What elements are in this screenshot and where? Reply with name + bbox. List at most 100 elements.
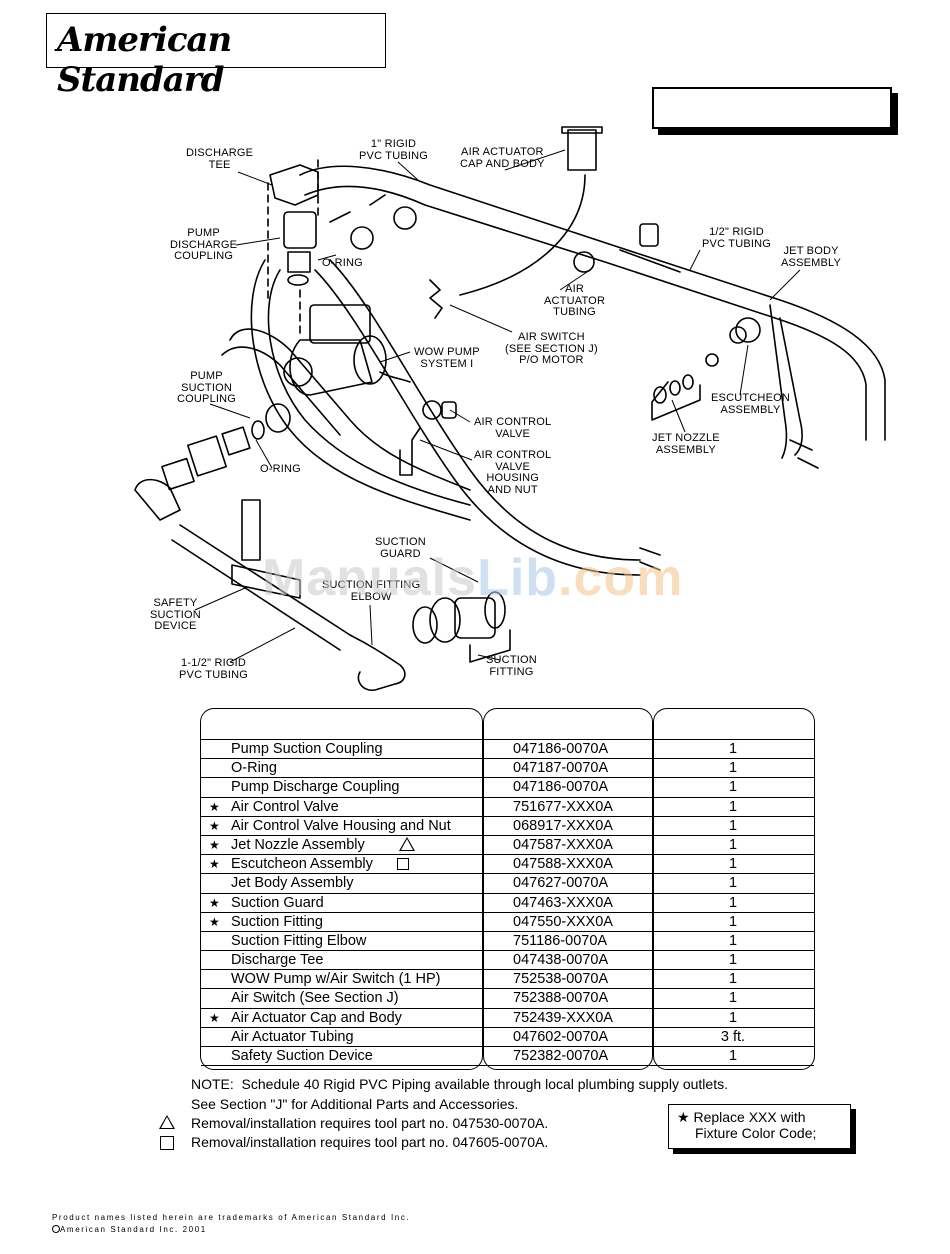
label-suction-guard: SUCTION GUARD	[375, 536, 426, 560]
part-number: 047186-0070A	[513, 779, 609, 796]
star-icon: ★	[209, 1010, 220, 1025]
table-row: ★ Suction Fitting 047550-XXX0A 1	[201, 911, 814, 931]
part-description: Suction Fitting Elbow	[231, 932, 367, 949]
part-number: 047186-0070A	[513, 741, 609, 757]
label-air-control-valve-housing-and-nut: AIR CONTROL VALVE HOUSING AND NUT	[474, 449, 552, 496]
part-quantity: 1	[728, 1048, 738, 1064]
part-description: Air Control Valve	[231, 798, 339, 815]
label-1-5in-rigid-pvc-tubing: 1-1/2" RIGID PVC TUBING	[179, 657, 249, 681]
section-title-box	[652, 87, 892, 129]
part-description: Suction Guard	[231, 894, 324, 911]
part-quantity: 3 ft.	[720, 1028, 746, 1045]
part-quantity: 1	[728, 952, 738, 969]
label-air-actuator-tubing: AIR ACTUATOR TUBING	[544, 283, 606, 318]
triangle-icon	[399, 836, 415, 851]
table-row: WOW Pump w/Air Switch (1 HP) 752538-0070A…	[201, 969, 814, 988]
note-triangle-tool: Removal/installation requires tool part …	[191, 1115, 549, 1131]
part-description: WOW Pump w/Air Switch (1 HP)	[231, 971, 441, 988]
part-description: Pump Discharge Coupling	[231, 779, 400, 796]
star-icon: ★	[209, 837, 220, 852]
part-description: Air Actuator Tubing	[231, 1028, 354, 1045]
part-quantity: 1	[728, 932, 738, 949]
square-icon	[397, 858, 409, 871]
triangle-icon	[159, 1115, 175, 1129]
part-quantity: 1	[728, 894, 738, 911]
part-description: O-Ring	[231, 760, 277, 777]
part-quantity: 1	[728, 798, 738, 815]
part-number: 751677-XXX0A	[513, 798, 613, 815]
part-number: 752538-0070A	[513, 971, 609, 988]
part-number: 047187-0070A	[513, 760, 609, 777]
part-number: 047602-0070A	[513, 1028, 609, 1045]
star-note-line-1: Replace XXX with	[693, 1109, 806, 1125]
footer-copyright: American Standard Inc. 2001	[52, 1224, 207, 1236]
table-row: ★ Air Control Valve 751677-XXX0A 1	[201, 796, 814, 816]
star-icon: ★	[209, 895, 220, 910]
part-description: Escutcheon Assembly	[231, 856, 373, 873]
star-icon: ★	[209, 857, 220, 872]
part-description: Suction Fitting	[231, 913, 323, 930]
part-quantity: 1	[728, 817, 738, 834]
label-air-switch: AIR SWITCH (SEE SECTION J) P/O MOTOR	[505, 331, 598, 366]
label-air-actuator-cap-and-body: AIR ACTUATOR CAP AND BODY	[460, 146, 545, 170]
part-number: 068917-XXX0A	[513, 817, 613, 834]
part-description: Air Switch (See Section J)	[231, 990, 399, 1007]
footer-copyright-text: American Standard Inc. 2001	[60, 1225, 207, 1234]
part-description: Air Control Valve Housing and Nut	[231, 817, 451, 834]
table-row: Air Switch (See Section J) 752388-0070A 1	[201, 988, 814, 1007]
star-icon: ★	[209, 818, 220, 833]
note-line-1: NOTE: Schedule 40 Rigid PVC Piping avail…	[191, 1076, 728, 1092]
part-quantity: 1	[728, 741, 738, 757]
part-number: 047627-0070A	[513, 875, 609, 892]
footer-trademark: Product names listed herein are trademar…	[52, 1213, 411, 1222]
star-icon: ★	[677, 1109, 690, 1125]
watermark-part3: .com	[558, 549, 684, 607]
label-jet-nozzle-assembly: JET NOZZLE ASSEMBLY	[652, 432, 720, 456]
part-quantity: 1	[728, 971, 738, 988]
table-column-quantity	[653, 708, 815, 1070]
label-discharge-tee: DISCHARGE TEE	[186, 147, 254, 171]
part-number: 047463-XXX0A	[513, 894, 613, 911]
label-safety-suction-device: SAFETY SUCTION DEVICE	[150, 597, 201, 632]
label-pump-suction-coupling: PUMP SUCTION COUPLING	[177, 370, 237, 405]
part-description: Pump Suction Coupling	[231, 741, 383, 757]
square-icon	[160, 1136, 174, 1150]
table-row: Pump Discharge Coupling 047186-0070A 1	[201, 777, 814, 796]
part-number: 047550-XXX0A	[513, 913, 613, 930]
part-quantity: 1	[728, 779, 738, 796]
part-number: 752382-0070A	[513, 1048, 609, 1064]
star-icon: ★	[209, 914, 220, 929]
part-number: 047438-0070A	[513, 952, 609, 969]
table-column-part-number	[483, 708, 653, 1070]
label-suction-fitting-elbow: SUCTION FITTING ELBOW	[322, 579, 421, 603]
part-description: Safety Suction Device	[231, 1048, 373, 1064]
part-quantity: 1	[728, 990, 738, 1007]
label-pump-discharge-coupling: PUMP DISCHARGE COUPLING	[170, 227, 238, 262]
part-description: Air Actuator Cap and Body	[231, 1009, 402, 1026]
table-column-description	[200, 708, 483, 1070]
part-number: 752439-XXX0A	[513, 1009, 613, 1026]
label-half-inch-rigid-pvc-tubing: 1/2" RIGID PVC TUBING	[702, 226, 772, 250]
part-quantity: 1	[728, 836, 738, 853]
star-note-line-2: Fixture Color Code;	[695, 1125, 817, 1141]
table-row: Air Actuator Tubing 047602-0070A 3 ft.	[201, 1026, 814, 1046]
star-icon: ★	[209, 799, 220, 814]
label-1in-rigid-pvc-tubing: 1" RIGID PVC TUBING	[359, 138, 429, 162]
part-description: Jet Nozzle Assembly	[231, 836, 365, 853]
brand-logo: American Standard	[57, 20, 232, 100]
note-line-2: See Section "J" for Additional Parts and…	[191, 1096, 519, 1112]
label-o-ring-upper: O-RING	[322, 257, 363, 269]
part-quantity: 1	[728, 856, 738, 873]
part-number: 752388-0070A	[513, 990, 609, 1007]
watermark-part2: Lib	[477, 549, 559, 607]
part-quantity: 1	[728, 913, 738, 930]
label-suction-fitting: SUCTION FITTING	[486, 654, 537, 678]
